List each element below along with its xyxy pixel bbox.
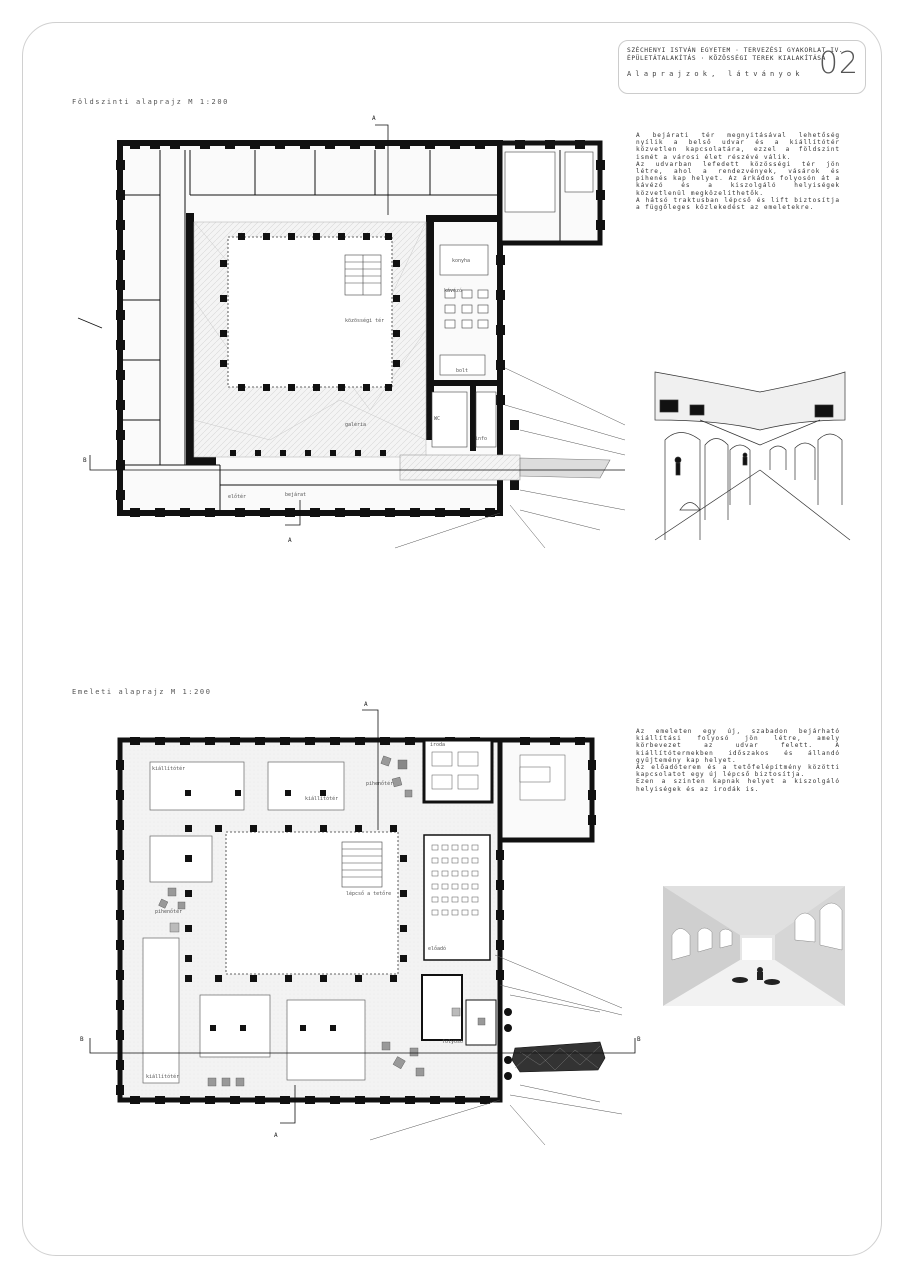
label-wc: WC xyxy=(434,416,440,422)
ground-partitions xyxy=(120,150,600,513)
ground-entrance-canopy xyxy=(519,457,611,479)
upper-office-block xyxy=(422,738,494,804)
upper-floor-plan: kiállítótér kiállítótér kiállítótér pihe… xyxy=(80,701,845,1146)
ground-perspective-view xyxy=(654,371,851,541)
upper-perspective-view xyxy=(663,886,845,1006)
ground-floor-plan: közösségi tér kávézó konyha bolt WC előt… xyxy=(77,115,851,549)
ground-cafe-furniture xyxy=(431,151,594,448)
upper-section-b-right: B xyxy=(637,1036,641,1043)
ground-section-lines xyxy=(77,124,625,526)
upper-canopy xyxy=(511,1041,606,1073)
upper-section-a-bottom: A xyxy=(274,1132,278,1139)
ground-east-wall xyxy=(426,215,434,440)
upper-view-lines xyxy=(369,954,623,1146)
ground-floor-description: A bejárati tér megnyitásával lehetőség n… xyxy=(636,132,840,212)
label-gallery: galéria xyxy=(345,421,366,428)
label-lounge-2: pihenőtér xyxy=(155,908,182,915)
upper-floor-label: Emeleti alaprajz M 1:200 xyxy=(72,688,212,696)
label-shop: bolt xyxy=(456,368,468,374)
upper-section-a-top: A xyxy=(364,701,368,708)
upper-columns xyxy=(185,790,407,1031)
section-b-left: B xyxy=(83,457,87,464)
title-block: SZÉCHENYI ISTVÁN EGYETEM · TERVEZÉSI GYA… xyxy=(618,40,866,94)
upper-section-b-left: B xyxy=(80,1036,84,1043)
section-a-bottom: A xyxy=(288,537,292,544)
label-exhibition-2: kiállítótér xyxy=(305,795,338,802)
section-a-top: A xyxy=(372,115,376,122)
sheet-number: 02 xyxy=(818,46,859,81)
label-kitchen: konyha xyxy=(452,258,470,264)
label-exhibition-1: kiállítótér xyxy=(152,765,185,772)
label-info: info xyxy=(475,436,487,442)
title-subtitle: Alaprajzok, látványok xyxy=(627,70,804,78)
label-cafe: kávézó xyxy=(444,287,462,294)
label-courtyard: közösségi tér xyxy=(345,317,384,324)
ground-columns xyxy=(220,233,400,456)
label-exhibition-3: kiállítótér xyxy=(146,1073,179,1080)
title-line-2: ÉPÜLETÁTALAKÍTÁS · KÖZÖSSÉGI TEREK KIALA… xyxy=(627,55,826,62)
label-lounge-1: pihenőtér xyxy=(366,780,393,787)
upper-floor-description: Az emeleten egy új, szabadon bejárható k… xyxy=(636,728,840,793)
label-corridor: folyosó xyxy=(442,1038,463,1045)
label-stair: lépcső a tetőre xyxy=(346,890,391,897)
label-lecture: előadó xyxy=(428,945,446,952)
title-line-1: SZÉCHENYI ISTVÁN EGYETEM · TERVEZÉSI GYA… xyxy=(627,47,844,54)
label-office: iroda xyxy=(430,742,445,748)
label-lobby: előtér xyxy=(228,493,246,500)
ground-entry-passage xyxy=(399,454,521,481)
upper-section-lines xyxy=(89,709,636,1124)
ground-view-lines xyxy=(394,367,626,549)
ground-floor-label: Földszinti alaprajz M 1:200 xyxy=(72,98,229,106)
upper-lecture-seats xyxy=(431,844,479,916)
upper-stair xyxy=(341,841,383,888)
upper-lounge-furniture xyxy=(158,755,486,1087)
label-foyer: bejárat xyxy=(285,491,306,498)
ground-stair xyxy=(344,254,382,296)
ground-west-wall xyxy=(186,213,194,465)
upper-service-rooms xyxy=(421,974,463,1041)
